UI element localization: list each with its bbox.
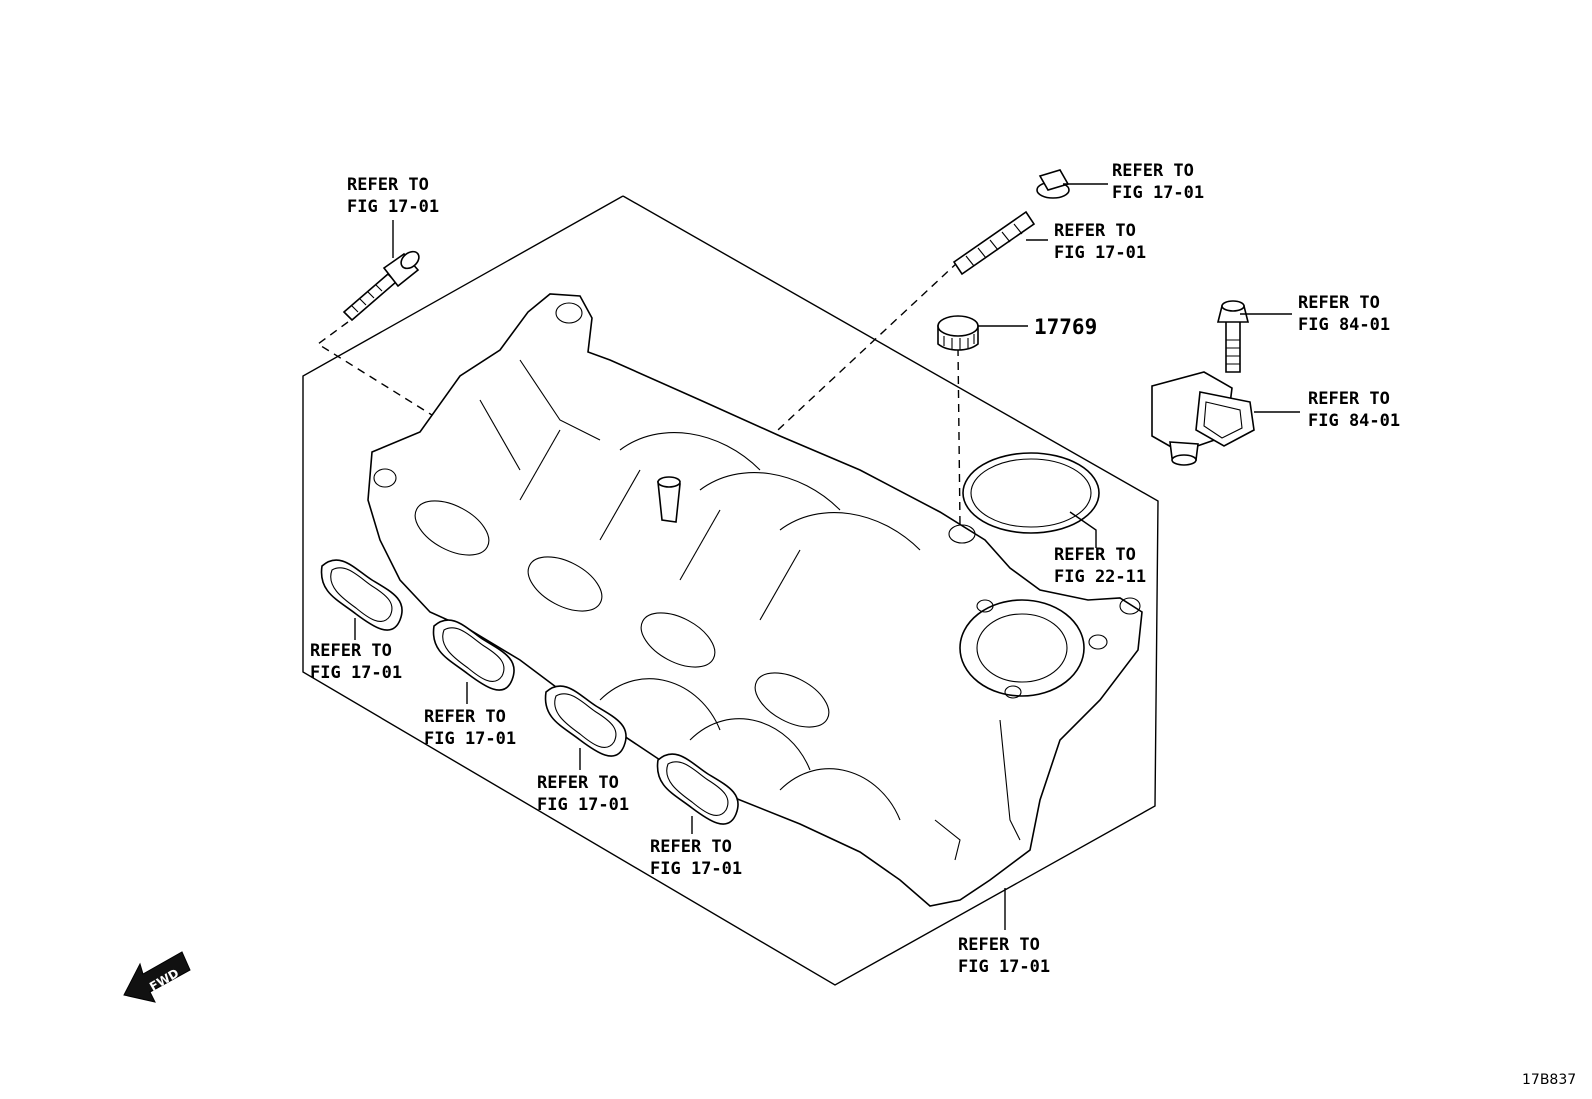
manifold-mount-hole <box>1119 597 1141 615</box>
map-sensor <box>1151 371 1255 466</box>
port-gasket <box>656 753 739 825</box>
svg-text:REFER TO: REFER TO <box>1308 389 1390 409</box>
callout-flange-nut: REFER TO FIG 17-01 <box>1112 161 1204 203</box>
callout-port-gasket-2: REFER TO FIG 17-01 <box>424 707 516 749</box>
svg-text:REFER TO: REFER TO <box>650 837 732 857</box>
svg-text:FIG 17-01: FIG 17-01 <box>1112 183 1204 203</box>
flange-bolt-hole <box>976 599 994 613</box>
illustration-code: 17B837 <box>1522 1072 1576 1088</box>
callout-port-gasket-4: REFER TO FIG 17-01 <box>650 837 742 879</box>
bolt-left <box>342 250 420 322</box>
intake-manifold <box>367 293 1143 907</box>
svg-text:FIG 17-01: FIG 17-01 <box>310 663 402 683</box>
port-gasket <box>320 559 403 631</box>
svg-text:FIG 84-01: FIG 84-01 <box>1298 315 1390 335</box>
svg-text:FIG 84-01: FIG 84-01 <box>1308 411 1400 431</box>
svg-text:FIG 17-01: FIG 17-01 <box>1054 243 1146 263</box>
svg-text:FIG 17-01: FIG 17-01 <box>650 859 742 879</box>
fwd-arrow: FWD <box>123 951 191 1003</box>
svg-text:REFER TO: REFER TO <box>958 935 1040 955</box>
sensor-bolt <box>1216 300 1250 373</box>
port-gasket <box>432 619 515 691</box>
callout-map-sensor: REFER TO FIG 84-01 <box>1308 389 1400 431</box>
manifold-mount-hole <box>373 468 397 488</box>
svg-text:FIG 17-01: FIG 17-01 <box>347 197 439 217</box>
intake-port <box>754 672 830 728</box>
vacuum-nipple <box>657 481 681 523</box>
throttle-bore <box>976 613 1068 683</box>
callout-stud-bolt: REFER TO FIG 17-01 <box>1054 221 1146 263</box>
assembly-boundary <box>302 195 1159 986</box>
manifold-mount-hole <box>1088 634 1108 650</box>
plug-dashed-leader <box>957 347 961 526</box>
intake-port <box>414 500 490 556</box>
svg-text:REFER TO: REFER TO <box>310 641 392 661</box>
callout-bolt-left: REFER TO FIG 17-01 <box>347 175 439 217</box>
svg-text:REFER TO: REFER TO <box>1054 221 1136 241</box>
flange-nut <box>1036 169 1070 199</box>
svg-text:FIG 17-01: FIG 17-01 <box>537 795 629 815</box>
port-gasket <box>544 685 627 757</box>
intake-port <box>640 612 716 668</box>
intake-port <box>527 556 603 612</box>
svg-text:REFER TO: REFER TO <box>537 773 619 793</box>
svg-text:REFER TO: REFER TO <box>1298 293 1380 313</box>
svg-text:FIG 22-11: FIG 22-11 <box>1054 567 1146 587</box>
callout-manifold: REFER TO FIG 17-01 <box>958 935 1050 977</box>
callout-port-gasket-1: REFER TO FIG 17-01 <box>310 641 402 683</box>
callout-throttle-gasket: REFER TO FIG 22-11 <box>1054 545 1146 587</box>
svg-text:REFER TO: REFER TO <box>1054 545 1136 565</box>
throttle-gasket <box>962 452 1100 534</box>
callout-port-gasket-3: REFER TO FIG 17-01 <box>537 773 629 815</box>
manifold-mount-hole <box>555 302 583 324</box>
svg-text:FIG 17-01: FIG 17-01 <box>424 729 516 749</box>
stud-bolt <box>952 210 1036 276</box>
callout-sensor-bolt: REFER TO FIG 84-01 <box>1298 293 1390 335</box>
svg-text:REFER TO: REFER TO <box>1112 161 1194 181</box>
manifold-mount-hole <box>948 524 976 544</box>
svg-text:FIG 17-01: FIG 17-01 <box>958 957 1050 977</box>
svg-text:REFER TO: REFER TO <box>424 707 506 727</box>
vacuum-nipple-top <box>657 476 681 488</box>
plug-17769 <box>937 315 979 351</box>
svg-text:REFER TO: REFER TO <box>347 175 429 195</box>
part-number-17769: 17769 <box>1034 315 1097 339</box>
flange-bolt-hole <box>1004 685 1022 699</box>
